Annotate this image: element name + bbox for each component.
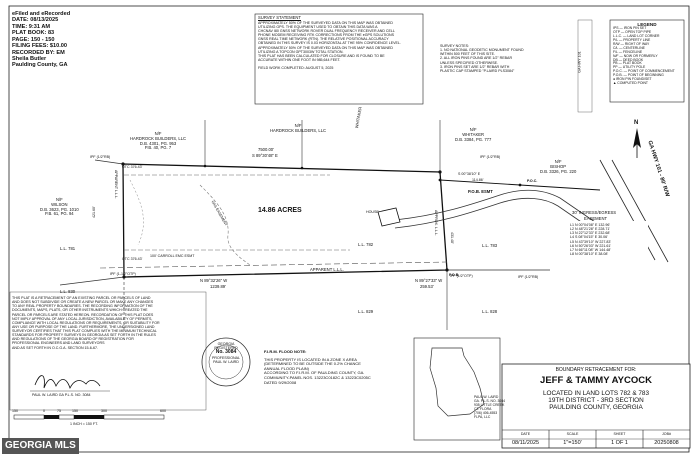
scale-caption: 1 INCH = 150 FT. xyxy=(70,422,98,426)
ipf-label-4: IPF (1-1/2"OTP) xyxy=(110,272,136,276)
scale-tick: 600 xyxy=(160,409,166,413)
scale-value: 1"=150' xyxy=(563,440,582,446)
scale-tick: 150 xyxy=(12,409,18,413)
north-bearing: S 89°30'48" E xyxy=(252,153,278,158)
line-table-row: L7 N 66°11'08" W 144.48' xyxy=(570,247,611,252)
land-lot-830: L.L. 830 xyxy=(60,289,76,294)
east-bearing-distance: 114.86' xyxy=(472,178,484,182)
title-block: BOUNDARY RETRACEMENT FOR: JEFF & TAMMY A… xyxy=(540,367,652,412)
carroll-emc-label: 100' CARROLL EMC ESMT xyxy=(150,254,195,258)
georgia-outline xyxy=(429,347,485,417)
line-table-row: L2 N 48°21'28" E 228.71' xyxy=(570,227,611,232)
line-table-row: L4 S 08°04'15" E 30.06' xyxy=(570,235,608,240)
line-table-row: L8 N 00°38'10" E 38.08' xyxy=(570,251,609,256)
line-table-row: L3 N 22°12'33" E 232.68' xyxy=(570,231,611,236)
north-arrow-label: N xyxy=(634,120,639,126)
pob-easement-label: P.O.B. ESMT xyxy=(468,189,493,194)
house-label: HOUSE xyxy=(366,210,379,214)
approx-land-lot-line: APPROX. L.L.L. xyxy=(434,210,438,236)
recording-info: eFiled and eRecorded DATE: 08/13/2025 TI… xyxy=(12,11,71,69)
south-distance-1: 1239.89' xyxy=(210,284,226,289)
apparent-land-lot-line: APPARENT L.L.L. xyxy=(310,267,344,272)
poc-label: P.O.C. xyxy=(527,179,538,183)
house-footprint xyxy=(377,207,401,227)
survey-statement: SURVEY STATEMENT APPROXIMATELY 50% OF TH… xyxy=(258,15,401,71)
surveyor-name: PAUL W. LAIRD GA P.L.S. NO. 3084 xyxy=(32,393,91,397)
acreage-label: 14.86 ACRES xyxy=(258,207,302,214)
west-distance: 421.60' xyxy=(92,206,96,218)
scale-bar xyxy=(13,414,165,420)
scale-tick: 75 xyxy=(57,409,61,413)
line-table-row: L5 N 43°39'10" W 227.83' xyxy=(570,239,612,244)
land-lot-828: L.L. 828 xyxy=(482,309,498,314)
land-lot-781: L.L. 781 xyxy=(60,246,76,251)
ingress-label: 30' INGRESS/EGRESS xyxy=(572,210,617,215)
south-bearing-2: N 89°27'33" W xyxy=(415,278,443,283)
line-table-row: L6 N 50°26'03" W 221.61' xyxy=(570,243,612,248)
land-lot-829: L.L. 829 xyxy=(358,309,374,314)
scale-label: SCALE xyxy=(566,432,579,436)
date-value: 08/11/2025 xyxy=(511,440,540,446)
north-arrow xyxy=(633,128,641,158)
survey-notes: SURVEY NOTES: 1. NO NATIONAL GEODETIC MO… xyxy=(440,44,524,73)
east-bearing: S 00°38'10" E xyxy=(458,172,481,176)
ipf-label-2: IPF (1/2"OTP) xyxy=(450,274,473,278)
ipf-label-1: IPF (1/2"RB) xyxy=(480,155,501,159)
north-distance: 7500.00' xyxy=(258,147,274,152)
surveyor-signature xyxy=(34,375,101,390)
line-table: L1 N 00°04'08" E 132.96' L2 N 48°21'28" … xyxy=(570,223,611,256)
land-lot-783: L.L. 783 xyxy=(482,243,498,248)
easement-label: EASEMENT xyxy=(584,216,608,221)
east-distance: 431.48' xyxy=(450,232,454,244)
south-bearing-1: N 89°32'26" W xyxy=(200,278,228,283)
ipf-label-3: IPF (1/2"RB) xyxy=(518,275,539,279)
otc-bottom: OTC 376.43' xyxy=(122,257,143,261)
legend: LEGEND IPS — IRON PIN SET OTP — OPEN TOP… xyxy=(613,22,675,85)
sheet-label: SHEET xyxy=(613,432,626,436)
seal-text: GEORGIA REGISTERED No. 3084 PROFESSIONAL… xyxy=(212,342,240,365)
date-label: DATE xyxy=(520,432,531,436)
ipf-label-5: IPF (1/2"RB) xyxy=(90,155,111,159)
scale-tick: 0 xyxy=(43,409,45,413)
mls-watermark: GEORGIA MLS xyxy=(2,438,79,454)
job-value: 20250808 xyxy=(654,440,679,446)
firm-flood-note: F.I.R.M. FLOOD NOTE: THIS PROPERTY IS LO… xyxy=(264,349,371,385)
scale-tick: 150 xyxy=(72,409,78,413)
certification-text: THIS PLAT IS A RETRACEMENT OF AN EXISTIN… xyxy=(12,296,160,350)
south-distance-2: 259.53' xyxy=(420,284,434,289)
job-label: JOB# xyxy=(662,432,671,436)
surveyor-seal xyxy=(201,337,251,387)
land-lot-782: L.L. 782 xyxy=(358,242,374,247)
apparent-land-lot-line-vertical: APPARENT L.L.L. xyxy=(114,170,118,200)
vicinity-road-label: GA HWY 101 xyxy=(577,51,582,73)
pob-label: P.O.B. xyxy=(449,273,460,277)
scale-tick: 300 xyxy=(101,409,107,413)
sheet-value: 1 OF 1 xyxy=(611,440,628,446)
otc-top: OTC 376.43' xyxy=(122,165,143,169)
line-table-row: L1 N 00°04'08" E 132.96' xyxy=(570,223,611,227)
